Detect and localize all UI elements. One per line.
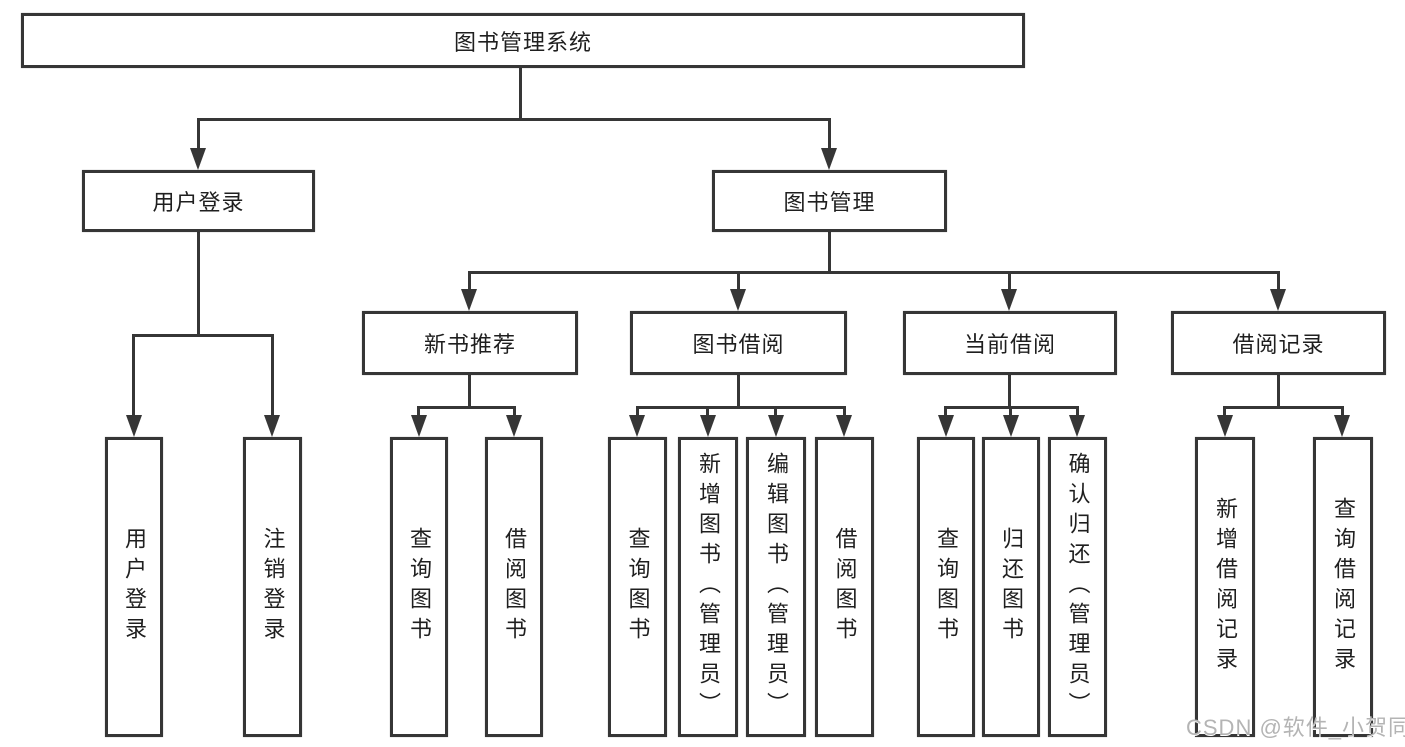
connector-line xyxy=(944,406,947,418)
leaf-add-borrow-record-label: 新增借阅记录 xyxy=(1213,497,1238,677)
connector-line xyxy=(197,232,200,337)
node-current-borrow-label: 当前借阅 xyxy=(963,332,1056,357)
arrow-down-icon xyxy=(1217,415,1233,437)
leaf-query-book-borrow: 查询图书 xyxy=(608,437,667,737)
leaf-confirm-return-admin-label: 确认归还（管理员） xyxy=(1065,452,1091,722)
watermark: CSDN @软件_小贺同学 xyxy=(1186,715,1405,740)
connector-line xyxy=(519,68,522,120)
leaf-add-book-admin: 新增图书（管理员） xyxy=(678,437,738,737)
connector-line xyxy=(132,334,274,337)
leaf-query-book-newbook: 查询图书 xyxy=(390,437,448,737)
connector-line xyxy=(271,334,274,416)
connector-line xyxy=(417,406,516,409)
node-user-login: 用户登录 xyxy=(82,170,315,232)
leaf-borrow-book-newbook-label: 借阅图书 xyxy=(502,527,527,647)
leaf-logout: 注销登录 xyxy=(243,437,302,737)
arrow-down-icon xyxy=(461,289,477,311)
leaf-add-borrow-record: 新增借阅记录 xyxy=(1195,437,1255,737)
arrow-down-icon xyxy=(126,415,142,437)
leaf-query-borrow-record-label: 查询借阅记录 xyxy=(1331,497,1356,677)
leaf-return-book-label: 归还图书 xyxy=(999,527,1024,647)
node-borrow-record: 借阅记录 xyxy=(1171,311,1386,375)
connector-line xyxy=(1076,406,1079,418)
leaf-user-login-label: 用户登录 xyxy=(122,527,147,647)
connector-line xyxy=(468,271,1280,274)
connector-line xyxy=(843,406,846,418)
leaf-query-book-borrow-label: 查询图书 xyxy=(625,527,651,647)
connector-line xyxy=(636,406,846,409)
connector-line xyxy=(132,334,135,416)
connector-line xyxy=(828,232,831,274)
arrow-down-icon xyxy=(938,415,954,437)
leaf-edit-book-admin-label: 编辑图书（管理员） xyxy=(764,452,789,722)
connector-line xyxy=(706,406,709,418)
arrow-down-icon xyxy=(768,415,784,437)
connector-line xyxy=(513,406,516,418)
connector-line xyxy=(468,375,471,409)
connector-line xyxy=(737,271,740,291)
leaf-return-book: 归还图书 xyxy=(982,437,1040,737)
leaf-confirm-return-admin: 确认归还（管理员） xyxy=(1048,437,1107,737)
node-root-label: 图书管理系统 xyxy=(453,29,592,55)
arrow-down-icon xyxy=(506,415,522,437)
leaf-query-book-current: 查询图书 xyxy=(917,437,975,737)
node-book-mgmt: 图书管理 xyxy=(712,170,947,232)
connector-line xyxy=(737,375,740,409)
node-borrow-record-label: 借阅记录 xyxy=(1232,332,1325,357)
arrow-down-icon xyxy=(821,148,837,170)
connector-line xyxy=(1223,406,1226,418)
arrow-down-icon xyxy=(1003,415,1019,437)
node-book-borrow: 图书借阅 xyxy=(630,311,847,375)
leaf-query-book-newbook-label: 查询图书 xyxy=(407,527,432,647)
connector-line xyxy=(1008,375,1011,409)
node-book-borrow-label: 图书借阅 xyxy=(692,332,785,357)
leaf-user-login: 用户登录 xyxy=(105,437,163,737)
connector-line xyxy=(197,118,831,121)
leaf-borrow-book-newbook: 借阅图书 xyxy=(485,437,543,737)
arrow-down-icon xyxy=(1270,289,1286,311)
arrow-down-icon xyxy=(1334,415,1350,437)
node-new-book-recommend: 新书推荐 xyxy=(362,311,578,375)
leaf-borrow-book-borrow-label: 借阅图书 xyxy=(832,527,858,647)
arrow-down-icon xyxy=(411,415,427,437)
connector-line xyxy=(774,406,777,418)
leaf-query-borrow-record: 查询借阅记录 xyxy=(1313,437,1373,737)
node-user-login-label: 用户登录 xyxy=(152,190,245,215)
leaf-edit-book-admin: 编辑图书（管理员） xyxy=(746,437,806,737)
connector-line xyxy=(1277,271,1280,291)
arrow-down-icon xyxy=(190,148,206,170)
node-root: 图书管理系统 xyxy=(21,13,1025,68)
connector-line xyxy=(417,406,420,418)
connector-line xyxy=(828,118,831,152)
arrow-down-icon xyxy=(836,415,852,437)
arrow-down-icon xyxy=(1069,415,1085,437)
connector-line xyxy=(468,271,471,291)
arrow-down-icon xyxy=(700,415,716,437)
connector-line xyxy=(1223,406,1344,409)
arrow-down-icon xyxy=(1001,289,1017,311)
connector-line xyxy=(1009,406,1012,418)
arrow-down-icon xyxy=(629,415,645,437)
arrow-down-icon xyxy=(264,415,280,437)
connector-line xyxy=(1341,406,1344,418)
leaf-borrow-book-borrow: 借阅图书 xyxy=(815,437,874,737)
node-current-borrow: 当前借阅 xyxy=(903,311,1117,375)
connector-line xyxy=(1008,271,1011,291)
connector-line xyxy=(636,406,639,418)
arrow-down-icon xyxy=(730,289,746,311)
node-book-mgmt-label: 图书管理 xyxy=(783,190,876,215)
node-new-book-recommend-label: 新书推荐 xyxy=(423,332,516,357)
leaf-query-book-current-label: 查询图书 xyxy=(934,527,959,647)
leaf-logout-label: 注销登录 xyxy=(260,527,286,647)
leaf-add-book-admin-label: 新增图书（管理员） xyxy=(696,452,721,722)
connector-line xyxy=(197,118,200,152)
connector-line xyxy=(1277,375,1280,409)
